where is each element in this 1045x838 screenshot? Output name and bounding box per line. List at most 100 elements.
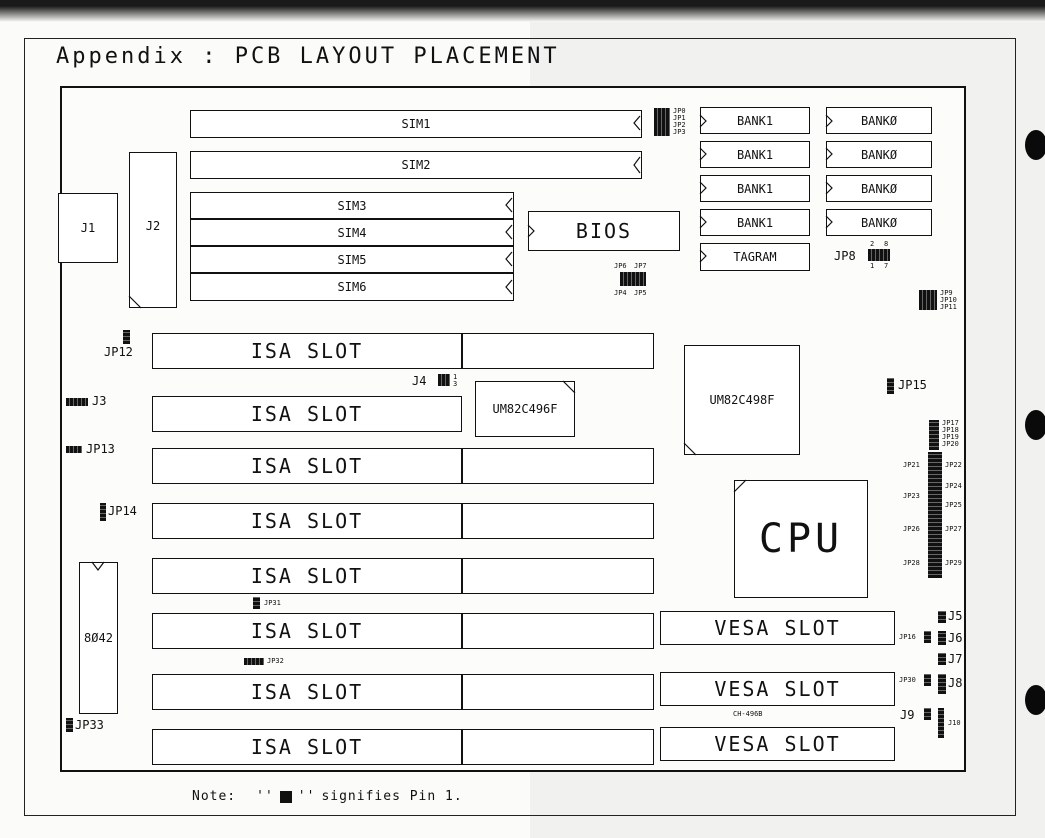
note-quote-close: '' — [297, 789, 316, 804]
jumper-jp8 — [868, 249, 890, 261]
jp32-label: JP32 — [267, 657, 284, 665]
pin1-note: Note: '' '' signifies Pin 1. — [192, 789, 463, 804]
jp24-label: JP24 — [945, 482, 962, 490]
isa-slot-label: ISA SLOT — [250, 735, 364, 759]
jp22-label: JP22 — [945, 461, 962, 469]
jp23-label: JP23 — [903, 492, 920, 500]
simm-socket-1: SIM1 — [190, 110, 642, 138]
isa-slot-6: ISA SLOT — [152, 613, 462, 649]
isa-slot-6-ext — [462, 613, 654, 649]
bank1-socket-1: BANK1 — [700, 107, 810, 134]
jp7-label: JP7 — [634, 262, 647, 270]
jp31-label: JP31 — [264, 599, 281, 607]
isa-slot-7: ISA SLOT — [152, 674, 462, 710]
jp33-label: JP33 — [75, 718, 104, 732]
jumper-jp21-jp29 — [928, 452, 942, 578]
jp8-pin-2: 2 — [870, 240, 875, 248]
connector-j2: J2 — [129, 152, 177, 308]
jp0-label: JP0 — [673, 107, 686, 115]
j4-pin-1: 1 — [453, 373, 458, 381]
jumper-jp17-jp20 — [929, 420, 939, 450]
jp21-label: JP21 — [903, 461, 920, 469]
jumper-jp31 — [253, 597, 260, 609]
isa-slot-5-ext — [462, 558, 654, 594]
page-frame — [24, 38, 1016, 816]
bank0-socket-4: BANKØ — [826, 209, 932, 236]
simm-label: SIM4 — [337, 225, 367, 240]
simm-socket-6: SIM6 — [190, 273, 514, 301]
jumper-j8 — [938, 674, 946, 694]
simm-label: SIM2 — [401, 158, 431, 172]
jumper-j5 — [938, 611, 946, 623]
jp16-label: JP16 — [899, 633, 916, 641]
jumper-jp16 — [924, 631, 931, 643]
jp29-label: JP29 — [945, 559, 962, 567]
jp8-label: JP8 — [834, 249, 856, 263]
tagram-socket: TAGRAM — [700, 243, 810, 271]
isa-slot-label: ISA SLOT — [250, 564, 364, 588]
cpu-socket: CPU — [734, 480, 868, 598]
chip-um82c498f-label: UM82C498F — [709, 393, 775, 407]
jumper-j9 — [924, 708, 931, 720]
bios-label: BIOS — [575, 219, 633, 243]
isa-slot-1: ISA SLOT — [152, 333, 462, 369]
vesa-slot-label: VESA SLOT — [714, 732, 841, 756]
jp27-label: JP27 — [945, 525, 962, 533]
jp17-label: JP17 — [942, 419, 959, 427]
jp13-label: JP13 — [86, 442, 115, 456]
jumper-j7 — [938, 653, 946, 665]
jp1-label: JP1 — [673, 114, 686, 122]
isa-slot-7-ext — [462, 674, 654, 710]
simm-socket-2: SIM2 — [190, 151, 642, 179]
j7-label: J7 — [948, 652, 963, 666]
jp28-label: JP28 — [903, 559, 920, 567]
isa-slot-4-ext — [462, 503, 654, 539]
isa-slot-label: ISA SLOT — [250, 619, 364, 643]
jp25-label: JP25 — [945, 501, 962, 509]
isa-slot-3: ISA SLOT — [152, 448, 462, 484]
isa-slot-label: ISA SLOT — [250, 339, 364, 363]
simm-label: SIM6 — [337, 280, 367, 294]
jumper-jp4-jp7 — [620, 272, 646, 286]
bank1-label: BANK1 — [736, 215, 774, 230]
simm-label: SIM3 — [337, 198, 367, 213]
note-quote-open: '' — [256, 789, 274, 804]
j3-label: J3 — [92, 394, 107, 408]
chip-um82c496f-label: UM82C496F — [492, 402, 558, 416]
isa-slot-label: ISA SLOT — [250, 454, 364, 478]
connector-j1-label: J1 — [80, 221, 96, 235]
j9-label: J9 — [900, 708, 915, 722]
binder-hole-top — [1025, 130, 1045, 160]
vesa-slot-3: VESA SLOT — [660, 727, 895, 761]
bank0-socket-1: BANKØ — [826, 107, 932, 134]
jp3-label: JP3 — [673, 128, 686, 136]
simm-label: SIM1 — [401, 117, 431, 131]
jp20-label: JP20 — [942, 440, 959, 448]
note-prefix: Note: — [192, 789, 237, 804]
bank0-label: BANKØ — [860, 113, 898, 128]
bank0-socket-3: BANKØ — [826, 175, 932, 202]
j6-label: J6 — [948, 631, 963, 645]
simm-socket-5: SIM5 — [190, 246, 514, 273]
isa-slot-1-ext — [462, 333, 654, 369]
jp19-label: JP19 — [942, 433, 959, 441]
jp8-pin-8: 8 — [884, 240, 889, 248]
isa-slot-8-ext — [462, 729, 654, 765]
jp30-label: JP30 — [899, 676, 916, 684]
jumper-j6 — [938, 631, 946, 645]
jp2-label: JP2 — [673, 121, 686, 129]
bank0-label: BANKØ — [860, 181, 898, 196]
jumper-jp13 — [66, 446, 82, 453]
vesa-slot-1: VESA SLOT — [660, 611, 895, 645]
simm-socket-4: SIM4 — [190, 219, 514, 246]
jp5-label: JP5 — [634, 289, 647, 297]
page-title: Appendix : PCB LAYOUT PLACEMENT — [56, 44, 560, 69]
connector-j2-label: J2 — [145, 219, 161, 233]
simm-label: SIM5 — [337, 252, 367, 267]
jp8-pin-7: 7 — [884, 262, 889, 270]
isa-slot-5: ISA SLOT — [152, 558, 462, 594]
jumper-j3 — [66, 398, 88, 406]
isa-slot-label: ISA SLOT — [250, 402, 364, 426]
jp12-label: JP12 — [104, 345, 133, 359]
jumper-jp0-jp3 — [654, 108, 670, 136]
